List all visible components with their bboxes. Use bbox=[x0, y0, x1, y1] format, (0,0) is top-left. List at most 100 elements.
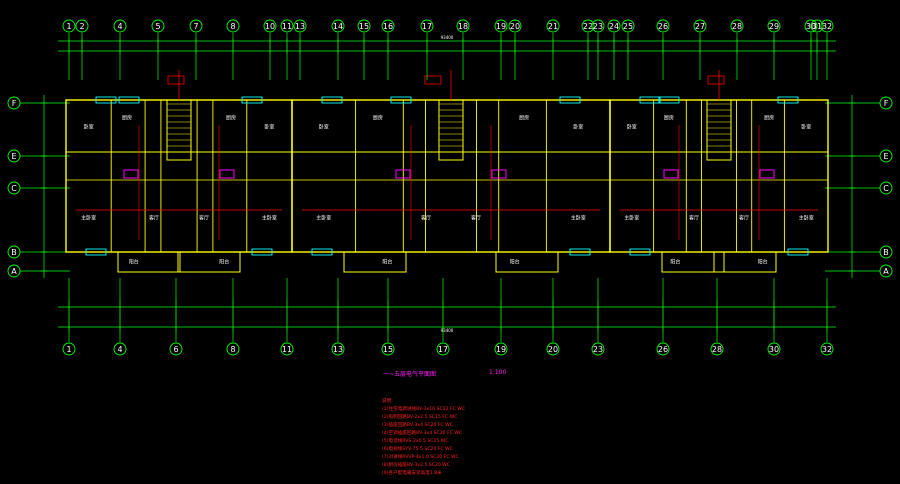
axis-bubble-bottom: 13 bbox=[331, 342, 345, 356]
drawing-notes: 说明: (1)住宅电源进线BV-3x16 SC32 FC WC (2)照明回路B… bbox=[382, 398, 465, 478]
room-label: 主卧室 bbox=[81, 215, 96, 222]
axis-bubble-top-label: 16 bbox=[383, 22, 393, 31]
window bbox=[321, 96, 343, 104]
room-label: 卧室 bbox=[84, 124, 94, 131]
axis-bubble-top: 17 bbox=[420, 19, 434, 33]
axis-bubble-top: 27 bbox=[693, 19, 707, 33]
axis-bubble-top-label: 31 bbox=[812, 22, 822, 31]
window bbox=[639, 96, 661, 104]
axis-bubble-bottom-circle bbox=[767, 342, 781, 356]
axis-bubble-top-circle bbox=[693, 19, 707, 33]
window bbox=[559, 96, 581, 104]
axis-bubble-top-label: 24 bbox=[609, 22, 619, 31]
axis-bubble-top-circle bbox=[357, 19, 371, 33]
axis-bubble-left-label: B bbox=[11, 248, 17, 257]
room-label: 厨房 bbox=[519, 115, 529, 122]
axis-bubble-bottom-label: 1 bbox=[66, 345, 71, 354]
axis-bubble-top-label: 1 bbox=[66, 22, 71, 31]
window bbox=[390, 96, 412, 104]
room-label: 厨房 bbox=[764, 115, 774, 122]
axis-bubble-bottom-label: 28 bbox=[712, 345, 722, 354]
axis-bubble-left: E bbox=[7, 149, 21, 163]
axis-bubble-top-label: 15 bbox=[359, 22, 369, 31]
axis-bubble-top: 13 bbox=[293, 19, 307, 33]
riser-box bbox=[167, 75, 185, 85]
axis-bubble-right-label: B bbox=[883, 248, 889, 257]
room-label: 阳台 bbox=[670, 259, 680, 266]
axis-bubble-top-label: 32 bbox=[822, 22, 832, 31]
window bbox=[629, 248, 651, 256]
axis-bubble-top: 28 bbox=[730, 19, 744, 33]
room-label: 阳台 bbox=[758, 259, 768, 266]
room-label: 主卧室 bbox=[799, 215, 814, 222]
room-label: 阳台 bbox=[510, 259, 520, 266]
axis-bubble-top: 10 bbox=[263, 19, 277, 33]
axis-bubble-bottom: 8 bbox=[226, 342, 240, 356]
axis-bubble-top: 2 bbox=[75, 19, 89, 33]
exterior-wall bbox=[65, 99, 293, 253]
window bbox=[311, 248, 333, 256]
axis-bubble-bottom-circle bbox=[331, 342, 345, 356]
axis-bubble-top-label: 17 bbox=[422, 22, 432, 31]
axis-bubble-top: 26 bbox=[656, 19, 670, 33]
room-label: 阳台 bbox=[129, 259, 139, 266]
axis-bubble-top: 11 bbox=[280, 19, 294, 33]
axis-bubble-top: 16 bbox=[381, 19, 395, 33]
room-label: 厨房 bbox=[373, 115, 383, 122]
exterior-wall bbox=[291, 99, 611, 253]
axis-bubble-top-label: 28 bbox=[732, 22, 742, 31]
axis-bubble-top-circle bbox=[456, 19, 470, 33]
axis-bubble-bottom-label: 19 bbox=[496, 345, 506, 354]
balcony-outline bbox=[661, 251, 725, 273]
axis-bubble-top-circle bbox=[810, 19, 824, 33]
stair-core bbox=[706, 99, 732, 161]
drawing-scale: 1:100 bbox=[489, 369, 507, 376]
notes-heading: 说明: bbox=[382, 399, 393, 404]
balcony-outline bbox=[177, 251, 241, 273]
axis-bubble-left-label: F bbox=[12, 99, 17, 108]
axis-bubble-bottom-label: 30 bbox=[769, 345, 779, 354]
axis-bubble-top-label: 20 bbox=[510, 22, 520, 31]
axis-bubble-bottom-label: 23 bbox=[593, 345, 603, 354]
room-label: 卧室 bbox=[627, 124, 637, 131]
axis-bubble-top-circle bbox=[420, 19, 434, 33]
axis-bubble-bottom: 30 bbox=[767, 342, 781, 356]
axis-bubble-left: A bbox=[7, 264, 21, 278]
axis-bubble-top-label: 18 bbox=[458, 22, 468, 31]
axis-bubble-bottom-circle bbox=[591, 342, 605, 356]
axis-bubble-top: 7 bbox=[189, 19, 203, 33]
axis-bubble-top-label: 21 bbox=[548, 22, 558, 31]
balcony-outline bbox=[713, 251, 777, 273]
axis-bubble-right: E bbox=[879, 149, 893, 163]
axis-bubble-right: C bbox=[879, 181, 893, 195]
axis-bubble-left: F bbox=[7, 96, 21, 110]
axis-bubble-top: 19 bbox=[494, 19, 508, 33]
balcony-outline bbox=[343, 251, 407, 273]
axis-bubble-bottom-circle bbox=[494, 342, 508, 356]
room-label: 厨房 bbox=[122, 115, 132, 122]
axis-bubble-top: 1 bbox=[62, 19, 76, 33]
axis-bubble-bottom-circle bbox=[62, 342, 76, 356]
axis-bubble-bottom: 4 bbox=[113, 342, 127, 356]
note-line: (7)对讲线RVVP-4x1.0 SC20 FC WC bbox=[382, 455, 459, 460]
axis-bubble-left: B bbox=[7, 245, 21, 259]
axis-bubble-top-circle bbox=[151, 19, 165, 33]
distribution-box bbox=[123, 169, 139, 179]
axis-bubble-left-label: C bbox=[11, 184, 17, 193]
axis-bubble-top-circle bbox=[591, 19, 605, 33]
distribution-box bbox=[663, 169, 679, 179]
window bbox=[241, 96, 263, 104]
axis-bubble-bottom: 17 bbox=[436, 342, 450, 356]
axis-bubble-top-circle bbox=[767, 19, 781, 33]
axis-bubble-top: 20 bbox=[508, 19, 522, 33]
axis-bubble-bottom: 20 bbox=[546, 342, 560, 356]
note-line: (8)厨房插座BV-3x2.5 SC20 WC bbox=[382, 463, 451, 468]
axis-bubble-top-circle bbox=[508, 19, 522, 33]
axis-bubble-bottom-label: 8 bbox=[230, 345, 235, 354]
axis-bubble-top-circle bbox=[804, 19, 818, 33]
axis-bubble-top-circle bbox=[381, 19, 395, 33]
axis-bubble-top-circle bbox=[226, 19, 240, 33]
overall-dimension-text: 93400 bbox=[441, 35, 454, 40]
axis-bubble-top-circle bbox=[546, 19, 560, 33]
axis-bubble-top-label: 13 bbox=[295, 22, 305, 31]
